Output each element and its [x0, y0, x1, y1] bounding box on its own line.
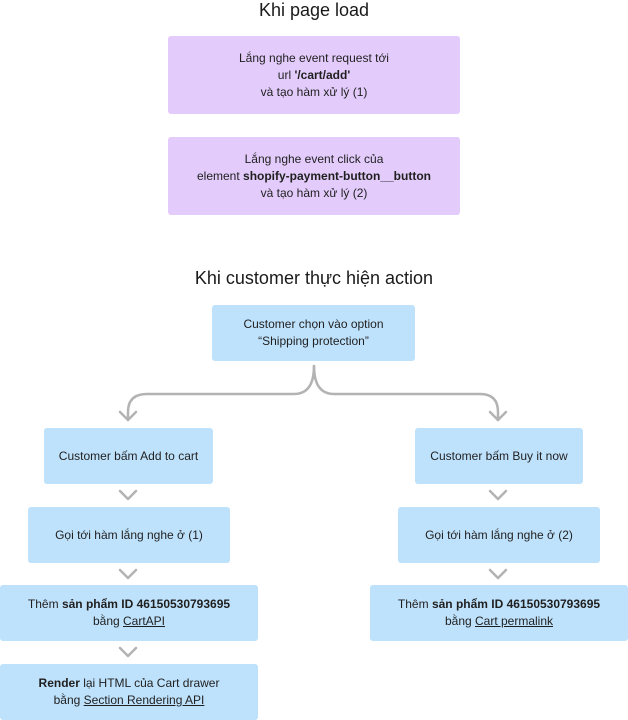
- listen-click-line3: và tạo hàm xử lý (2): [260, 185, 368, 200]
- render-line2: bằng Section Rendering API: [54, 692, 205, 709]
- cartapi-link[interactable]: CartAPI: [123, 614, 166, 628]
- left-add-product-line2: bằng CartAPI: [93, 613, 165, 630]
- add-to-cart-text: Customer bấm Add to cart: [58, 448, 199, 463]
- listen-request-line2: url '/cart/add': [278, 67, 350, 84]
- left-add-product-by: bằng: [92, 614, 123, 628]
- listen-request-box: Lắng nghe event request tới url '/cart/a…: [168, 36, 460, 114]
- buy-it-now-box: Customer bấm Buy it now: [415, 428, 583, 484]
- left-call-handler-box: Gọi tới hàm lắng nghe ở (1): [28, 507, 230, 563]
- left-add-product-prefix: Thêm: [27, 597, 62, 611]
- right-call-handler-box: Gọi tới hàm lắng nghe ở (2): [398, 507, 600, 563]
- render-by: bằng: [53, 693, 84, 707]
- right-add-product-line1: Thêm sản phẩm ID 46150530793695: [398, 596, 600, 613]
- left-product-id: sản phẩm ID 46150530793695: [61, 597, 231, 611]
- page-load-heading: Khi page load: [258, 0, 370, 20]
- render-box: Render lại HTML của Cart drawer bằng Sec…: [0, 664, 258, 720]
- left-arrow-2: [118, 568, 138, 580]
- branch-left-line: [126, 364, 316, 422]
- left-arrow-3: [118, 646, 138, 658]
- left-add-product-box: Thêm sản phẩm ID 46150530793695 bằng Car…: [0, 585, 258, 641]
- right-add-product-prefix: Thêm: [397, 597, 432, 611]
- buy-it-now-text: Customer bấm Buy it now: [430, 448, 568, 463]
- listen-request-line3: và tạo hàm xử lý (1): [260, 84, 368, 99]
- listen-request-line1: Lắng nghe event request tới: [239, 50, 389, 65]
- right-call-handler-text: Gọi tới hàm lắng nghe ở (2): [425, 527, 573, 542]
- render-line1: Render lại HTML của Cart drawer: [39, 675, 220, 692]
- render-rest: lại HTML của Cart drawer: [79, 676, 220, 690]
- right-add-product-box: Thêm sản phẩm ID 46150530793695 bằng Car…: [370, 585, 628, 641]
- customer-action-heading: Khi customer thực hiện action: [194, 268, 434, 288]
- branch-right-arrowhead: [488, 410, 508, 422]
- listen-click-line2: element shopify-payment-button__button: [197, 168, 431, 185]
- right-add-product-by: bằng: [444, 614, 475, 628]
- select-option-line2: “Shipping protection”: [258, 334, 369, 348]
- listen-request-url: '/cart/add': [294, 67, 351, 82]
- left-call-handler-text: Gọi tới hàm lắng nghe ở (1): [55, 527, 203, 542]
- section-rendering-api-link[interactable]: Section Rendering API: [83, 693, 205, 707]
- right-product-id: sản phẩm ID 46150530793695: [431, 597, 601, 611]
- right-arrow-1: [488, 489, 508, 501]
- listen-click-box: Lắng nghe event click của element shopif…: [168, 137, 460, 215]
- listen-click-element: shopify-payment-button__button: [243, 168, 431, 183]
- add-to-cart-box: Customer bấm Add to cart: [44, 428, 213, 484]
- right-add-product-line2: bằng Cart permalink: [445, 613, 553, 630]
- cart-permalink-link[interactable]: Cart permalink: [475, 614, 554, 628]
- select-option-box: Customer chọn vào option “Shipping prote…: [212, 305, 415, 361]
- render-bold: Render: [38, 676, 80, 690]
- right-arrow-2: [488, 568, 508, 580]
- listen-request-url-prefix: url: [277, 67, 295, 82]
- left-arrow-1: [118, 489, 138, 501]
- branch-right-line: [312, 364, 500, 422]
- listen-click-element-prefix: element: [196, 168, 244, 183]
- left-add-product-line1: Thêm sản phẩm ID 46150530793695: [28, 596, 230, 613]
- listen-click-line1: Lắng nghe event click của: [244, 151, 384, 166]
- branch-left-arrowhead: [118, 410, 138, 422]
- select-option-line1: Customer chọn vào option: [243, 317, 384, 331]
